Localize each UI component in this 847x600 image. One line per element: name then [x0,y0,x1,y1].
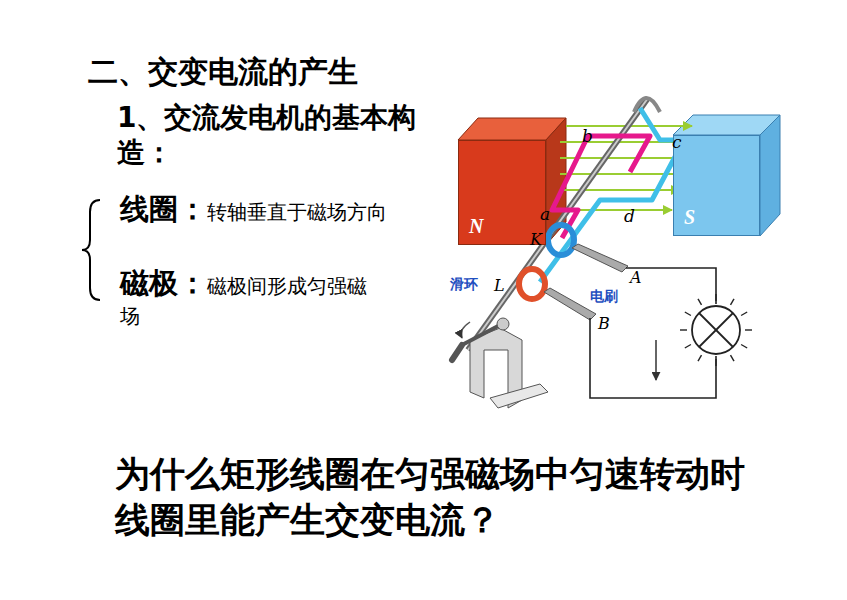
coil-label: b [582,126,593,146]
ring-label: L [494,276,505,295]
slip-ring [519,269,545,299]
current-arrow [655,340,657,380]
slip-ring [548,225,574,255]
ring-label: K [530,230,542,249]
part-heading: 线圈： [120,192,207,226]
coil [540,108,684,282]
brush [544,288,596,320]
slide-title: 二、交变电流的产生 [88,52,358,93]
coil-label: c [672,132,682,152]
part-name: 电刷 [590,288,618,306]
wire [626,268,716,304]
brush-label: A [630,268,642,287]
coil [634,98,660,112]
magnet-pole: N [458,140,546,245]
coil-label: a [540,204,550,224]
hand-crank [452,318,548,408]
brush [572,244,628,272]
coil-label: d [624,206,635,226]
part-note: 转轴垂直于磁场方向 [207,200,387,224]
magnet-side [760,115,780,236]
part-heading: 磁极： [120,266,207,300]
text-line: 线圈：转轴垂直于磁场方向 [120,190,460,229]
text-line: 磁极：磁极间形成匀强磁场 [120,264,382,330]
lamp [680,294,752,366]
pole-letter: S [684,206,695,229]
section-heading: 1、交流发电机的基本构造： [117,100,437,170]
brace [82,200,100,300]
part-name: 滑环 [450,276,478,294]
pole-letter: N [469,215,483,238]
coil [552,136,650,238]
question-text: 为什么矩形线圈在匀强磁场中匀速转动时线圈里能产生交变电流？ [115,452,755,543]
brush-label: B [598,314,610,333]
magnet-pole: S [673,135,760,236]
